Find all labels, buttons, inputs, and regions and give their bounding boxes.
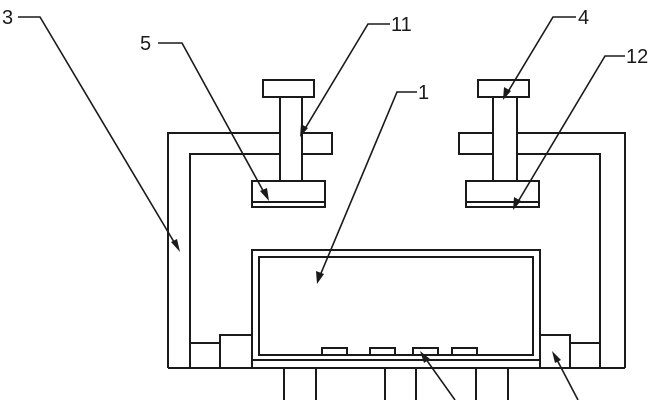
- leader-3: [18, 16, 178, 248]
- right-bolt-shaft: [492, 96, 518, 182]
- leader-4-arrowhead: [503, 87, 511, 100]
- left-bolt-shaft: [279, 96, 303, 182]
- base-legs: [283, 368, 509, 400]
- left-bolt-assembly: [251, 79, 333, 208]
- leader-lines: [18, 16, 625, 400]
- leader-11-arrowhead: [300, 124, 308, 137]
- right-support-block-small: [569, 342, 601, 369]
- leader-12: [515, 55, 625, 206]
- housing-right-outer-wall: [517, 132, 626, 368]
- leader-1: [318, 91, 417, 279]
- leader-5-arrowhead: [260, 188, 269, 201]
- right-support-block-tall: [539, 334, 571, 369]
- left-clamp-pad: [251, 180, 326, 208]
- leader-bottom-right-arrowhead: [552, 351, 561, 363]
- right-bolt-collar: [458, 132, 494, 155]
- housing-left-outer-wall: [167, 132, 280, 368]
- left-bolt-head: [262, 79, 315, 98]
- left-support-block-tall: [219, 334, 253, 369]
- contact-pad-1: [321, 347, 348, 356]
- contact-pad-3: [412, 347, 439, 356]
- leader-bottom-center: [422, 354, 456, 400]
- leader-3-arrowhead: [171, 239, 180, 252]
- label-3: 3: [2, 7, 13, 29]
- central-device-inner: [258, 256, 534, 356]
- contact-pad-4: [451, 347, 478, 356]
- central-device: [251, 249, 541, 361]
- label-12: 12: [626, 46, 648, 68]
- leader-4: [505, 16, 576, 96]
- leader-12-arrowhead: [513, 197, 521, 210]
- label-4: 4: [578, 7, 589, 29]
- left-bolt-collar: [301, 132, 333, 155]
- leader-1-arrowhead: [316, 271, 324, 284]
- housing-left-inner-wall: [189, 153, 280, 368]
- label-1: 1: [418, 82, 429, 104]
- leader-bottom-right: [554, 355, 579, 400]
- support-blocks: [189, 334, 601, 369]
- housing-right-inner-wall: [517, 153, 601, 368]
- leader-bottom-center-arrowhead: [420, 351, 430, 363]
- leader-5: [158, 42, 267, 197]
- part-labels: 3 5 11 1 4 12: [2, 7, 648, 104]
- central-device-outer: [251, 249, 541, 361]
- label-11: 11: [391, 14, 412, 36]
- right-clamp-pad: [465, 180, 540, 208]
- left-support-block-small: [189, 342, 221, 369]
- label-5: 5: [140, 33, 151, 55]
- leader-11: [302, 23, 390, 133]
- contact-pad-2: [369, 347, 396, 356]
